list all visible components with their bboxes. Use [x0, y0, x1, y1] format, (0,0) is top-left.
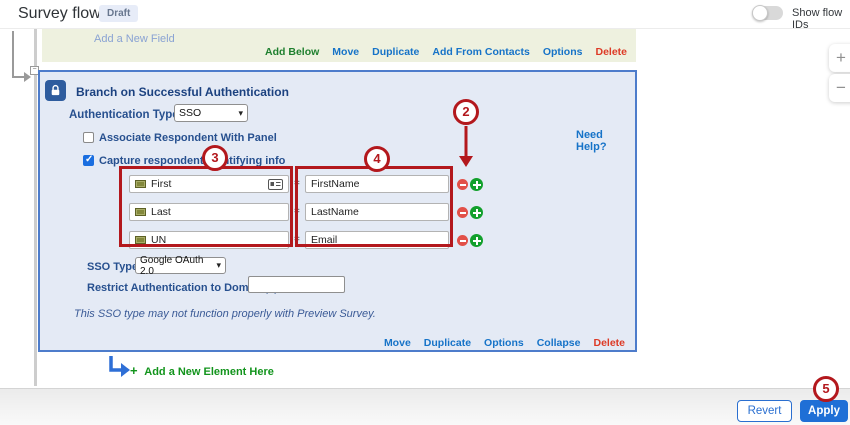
- mapped-value-input[interactable]: FirstName: [305, 175, 449, 193]
- chevron-down-icon: ▾: [238, 107, 243, 118]
- field-mapping-row: UN = Email: [129, 231, 529, 249]
- authenticator-branch-block: Branch on Successful Authentication Auth…: [38, 70, 637, 352]
- add-new-element-label: Add a New Element Here: [144, 366, 274, 378]
- toggle-knob[interactable]: [752, 5, 768, 21]
- action-delete[interactable]: Delete: [593, 337, 625, 349]
- action-options[interactable]: Options: [484, 337, 524, 349]
- embedded-field-input[interactable]: First: [129, 175, 289, 193]
- field-name: First: [151, 178, 172, 190]
- capture-info-label: Capture respondent identifying info: [99, 155, 286, 167]
- authentication-type-select[interactable]: SSO ▾: [174, 104, 248, 122]
- action-move[interactable]: Move: [383, 337, 411, 349]
- equals-sign: =: [294, 178, 300, 189]
- add-field-button[interactable]: [470, 234, 483, 247]
- action-add-from-contacts[interactable]: Add From Contacts: [432, 46, 530, 58]
- sso-type-label: SSO Type:: [87, 261, 142, 273]
- add-new-element-link[interactable]: + Add a New Element Here: [130, 363, 274, 378]
- move-here-arrowhead: [121, 363, 130, 377]
- action-options[interactable]: Options: [542, 46, 583, 58]
- action-delete[interactable]: Delete: [595, 46, 627, 58]
- status-badge: Draft: [99, 5, 139, 22]
- remove-field-button[interactable]: [457, 235, 468, 246]
- add-field-button[interactable]: [470, 206, 483, 219]
- zoom-out-button[interactable]: −: [829, 74, 850, 102]
- remove-field-button[interactable]: [457, 179, 468, 190]
- flow-connector-arrow: [12, 31, 24, 78]
- header-divider: [0, 28, 850, 29]
- mapped-value: Email: [311, 234, 338, 246]
- add-field-button[interactable]: [470, 178, 483, 191]
- embedded-field-input[interactable]: Last: [129, 203, 289, 221]
- associate-panel-label: Associate Respondent With Panel: [99, 132, 277, 144]
- action-duplicate[interactable]: Duplicate: [372, 46, 420, 58]
- action-move[interactable]: Move: [332, 46, 360, 58]
- apply-button[interactable]: Apply: [800, 400, 848, 422]
- footer-bar: Revert Apply: [0, 388, 850, 425]
- mapped-value: FirstName: [311, 178, 360, 190]
- embedded-data-tag-icon: [135, 236, 146, 244]
- associate-panel-checkbox[interactable]: [83, 132, 94, 143]
- need-help-link[interactable]: Need Help?: [576, 129, 607, 153]
- field-name: Last: [151, 206, 171, 218]
- equals-sign: =: [294, 234, 300, 245]
- equals-sign: =: [294, 206, 300, 217]
- show-flow-ids-toggle[interactable]: [752, 5, 783, 21]
- restrict-domains-label: Restrict Authentication to Domain(s): [87, 282, 278, 294]
- contact-card-icon[interactable]: [268, 178, 283, 190]
- mapped-value-input[interactable]: Email: [305, 231, 449, 249]
- embedded-data-actions: Add Below Move Duplicate Add From Contac…: [265, 46, 627, 58]
- add-new-field-link[interactable]: Add a New Field: [94, 33, 175, 45]
- sso-type-select[interactable]: Google OAuth 2.0 ▾: [135, 254, 226, 277]
- field-mapping-row: First = FirstName: [129, 175, 529, 193]
- remove-field-button[interactable]: [457, 207, 468, 218]
- sso-type-value: Google OAuth 2.0: [140, 254, 204, 277]
- revert-button[interactable]: Revert: [737, 400, 792, 422]
- field-mapping-row: Last = LastName: [129, 203, 529, 221]
- branch-actions: Move Duplicate Options Collapse Delete: [384, 337, 625, 349]
- plus-icon: +: [130, 363, 138, 378]
- field-name: UN: [151, 234, 167, 246]
- lock-icon: [45, 80, 66, 101]
- authentication-type-value: SSO: [179, 107, 202, 119]
- restrict-domains-input[interactable]: [248, 276, 345, 293]
- zoom-in-button[interactable]: +: [829, 44, 850, 72]
- embedded-data-tag-icon: [135, 208, 146, 216]
- flow-tree-indent-bar: [34, 29, 37, 386]
- branch-title: Branch on Successful Authentication: [76, 85, 289, 99]
- capture-info-checkbox[interactable]: [83, 154, 94, 166]
- embedded-field-input[interactable]: UN: [129, 231, 289, 249]
- mapped-value: LastName: [311, 206, 359, 218]
- mapped-value-input[interactable]: LastName: [305, 203, 449, 221]
- embedded-data-tag-icon: [135, 180, 146, 188]
- action-collapse[interactable]: Collapse: [536, 337, 581, 349]
- embedded-data-block: Add a New Field Add Below Move Duplicate…: [42, 29, 636, 62]
- chevron-down-icon: ▾: [216, 260, 221, 270]
- action-duplicate[interactable]: Duplicate: [423, 337, 472, 349]
- authentication-type-label: Authentication Type:: [69, 109, 183, 121]
- move-here-arrow: [109, 356, 121, 372]
- page-title: Survey flow: [18, 5, 101, 22]
- preview-warning-note: This SSO type may not function properly …: [74, 308, 376, 320]
- action-add-below[interactable]: Add Below: [265, 46, 320, 58]
